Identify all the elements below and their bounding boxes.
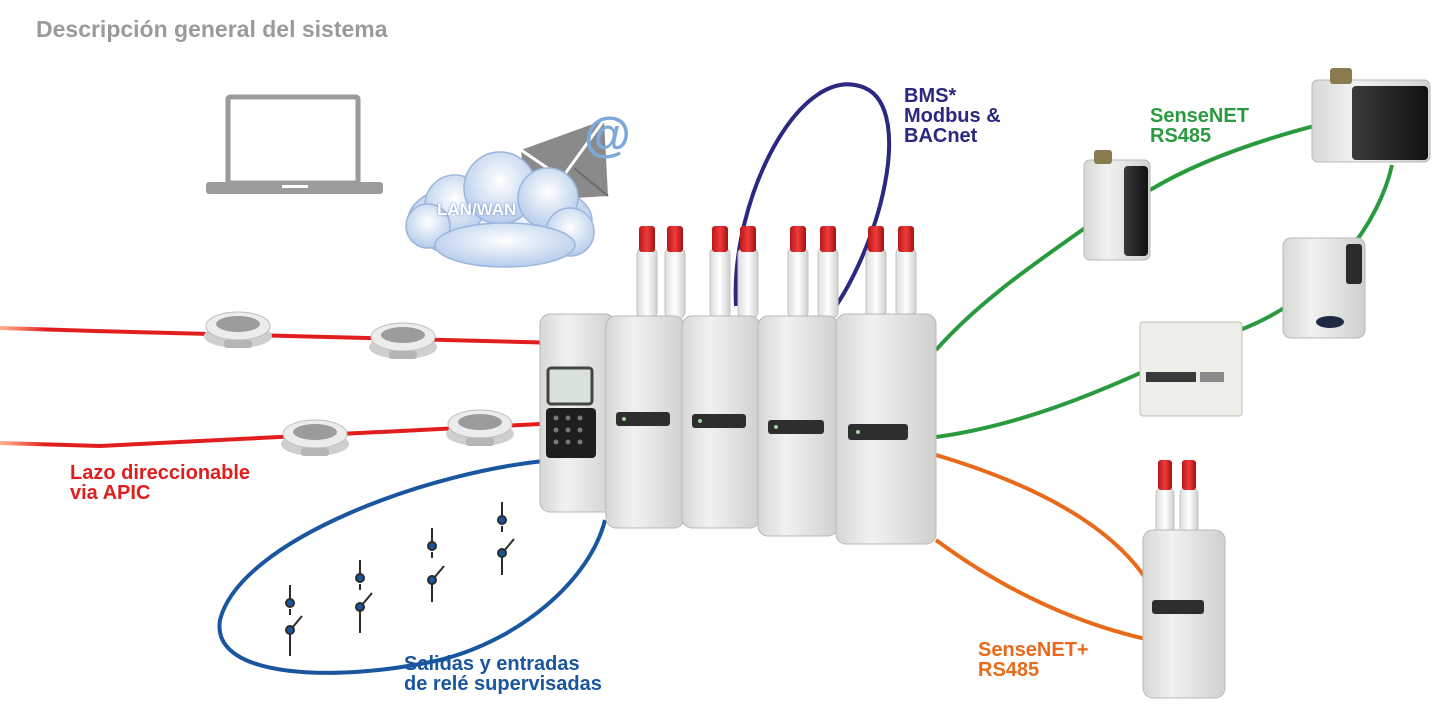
relay-io-label: Salidas y entradas de relé supervisadas — [404, 654, 602, 694]
addressable-loop-label: Lazo direccionable via APIC — [70, 463, 250, 503]
sensenet-label-line: SenseNET — [1150, 105, 1249, 127]
interface-panel — [1139, 321, 1243, 417]
remote-aspirating-unit — [1142, 460, 1226, 699]
relay-loop-cable — [217, 458, 607, 675]
sensenet-label: SenseNET RS485 — [1150, 106, 1249, 146]
sensenet-plus-label-line: RS485 — [978, 659, 1040, 681]
bms-label-line: BMS* — [904, 85, 957, 107]
page-title: Descripción general del sistema — [36, 16, 388, 42]
bms-label: BMS* Modbus & BACnet — [904, 86, 1001, 146]
bms-label-line: BACnet — [904, 125, 978, 147]
relay-switch-icon — [285, 502, 515, 656]
relay-io-label-line: de relé supervisadas — [404, 673, 602, 695]
aspirating-detector-unit — [539, 226, 937, 545]
lan-wan-label: LAN/WAN — [437, 200, 517, 219]
sensenet-plus-label: SenseNET+ RS485 — [978, 640, 1089, 680]
sensenet-plus-label-line: SenseNET+ — [978, 639, 1089, 661]
addressable-loop-label-line: Lazo direccionable — [70, 462, 251, 484]
smoke-detector-icon — [204, 311, 514, 456]
sensenet-label-line: RS485 — [1150, 125, 1212, 147]
at-sign-icon: @ — [584, 109, 631, 162]
cloud-icon — [405, 151, 595, 268]
relay-io-label-line: Salidas y entradas — [404, 653, 580, 675]
remote-detector-compact — [1282, 237, 1366, 339]
addressable-loop-label-line: via APIC — [70, 482, 151, 504]
laptop-icon — [206, 94, 383, 194]
bms-label-line: Modbus & — [904, 105, 1001, 127]
remote-detector-small — [1083, 150, 1151, 261]
sensenet-plus-cable — [934, 453, 1152, 642]
remote-detector-large — [1311, 68, 1431, 163]
